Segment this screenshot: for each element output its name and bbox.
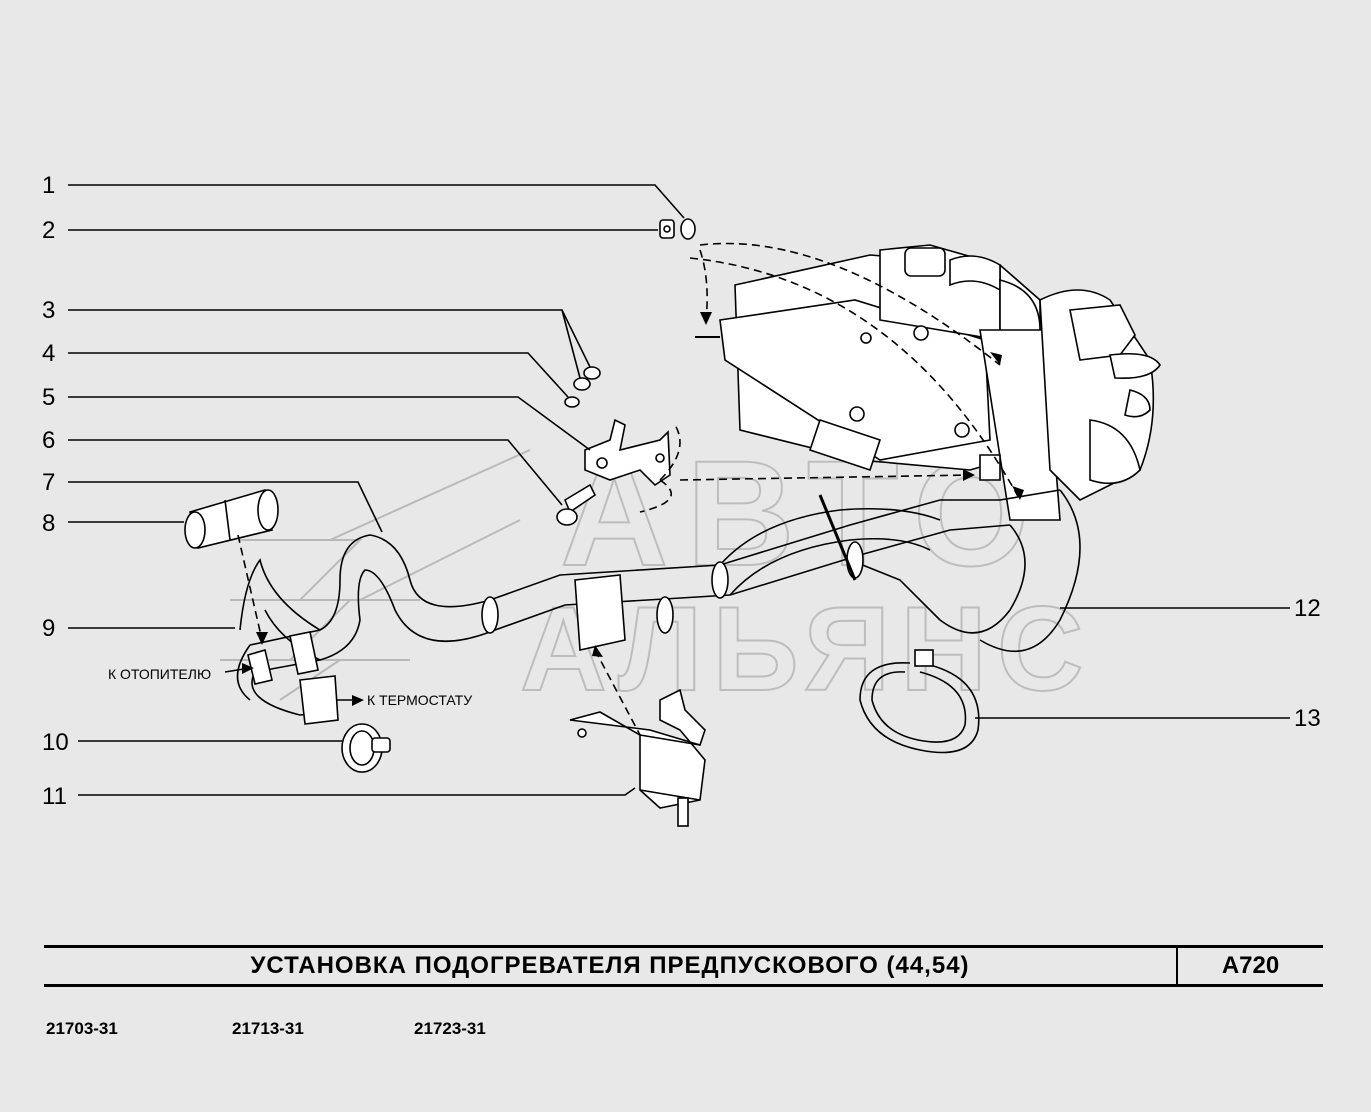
title-divider bbox=[1176, 945, 1178, 987]
arrowheads bbox=[256, 312, 1024, 657]
callout-8: 8 bbox=[42, 510, 55, 537]
parts-diagram: АВТО АЛЬЯНС bbox=[42, 172, 1321, 827]
part-13-hose-loop bbox=[859, 649, 980, 754]
to-thermostat-label: К ТЕРМОСТАТУ bbox=[367, 692, 472, 708]
callout-6: 6 bbox=[42, 427, 55, 454]
model-code-2: 21713-31 bbox=[232, 1019, 304, 1038]
part-3-4-washers bbox=[564, 366, 601, 408]
callout-12: 12 bbox=[1294, 595, 1321, 622]
part-10-clamp bbox=[341, 723, 391, 773]
callout-10: 10 bbox=[42, 729, 69, 756]
part-8-pipe bbox=[184, 488, 279, 549]
part-1-2-nut-washer bbox=[659, 218, 696, 240]
callout-2: 2 bbox=[42, 217, 55, 244]
destination-arrows bbox=[242, 663, 364, 706]
callout-11: 11 bbox=[42, 783, 67, 810]
callout-leaders bbox=[68, 184, 1290, 796]
model-code-1: 21703-31 bbox=[46, 1019, 118, 1038]
callout-1: 1 bbox=[42, 172, 55, 199]
coolant-hose-assembly bbox=[236, 489, 1081, 716]
to-heater-label: К ОТОПИТЕЛЮ bbox=[108, 666, 211, 682]
callout-5: 5 bbox=[42, 384, 55, 411]
page-code: А720 bbox=[1221, 952, 1280, 979]
callout-13: 13 bbox=[1294, 705, 1321, 732]
part-11-bracket bbox=[569, 688, 706, 827]
callout-9: 9 bbox=[42, 615, 55, 642]
diagram-title: УСТАНОВКА ПОДОГРЕВАТЕЛЯ ПРЕДПУСКОВОГО (4… bbox=[250, 952, 970, 979]
callout-4: 4 bbox=[42, 340, 55, 367]
model-code-3: 21723-31 bbox=[414, 1019, 486, 1038]
assembly-dashed-lines bbox=[237, 242, 1021, 736]
part-6-bolt bbox=[556, 483, 597, 526]
hose-ends bbox=[247, 631, 339, 725]
pre-start-heater-unit bbox=[719, 244, 1161, 521]
callout-7: 7 bbox=[42, 469, 55, 496]
title-bar: УСТАНОВКА ПОДОГРЕВАТЕЛЯ ПРЕДПУСКОВОГО (4… bbox=[44, 945, 1323, 987]
callout-3: 3 bbox=[42, 297, 55, 324]
part-5-bracket bbox=[584, 418, 671, 487]
